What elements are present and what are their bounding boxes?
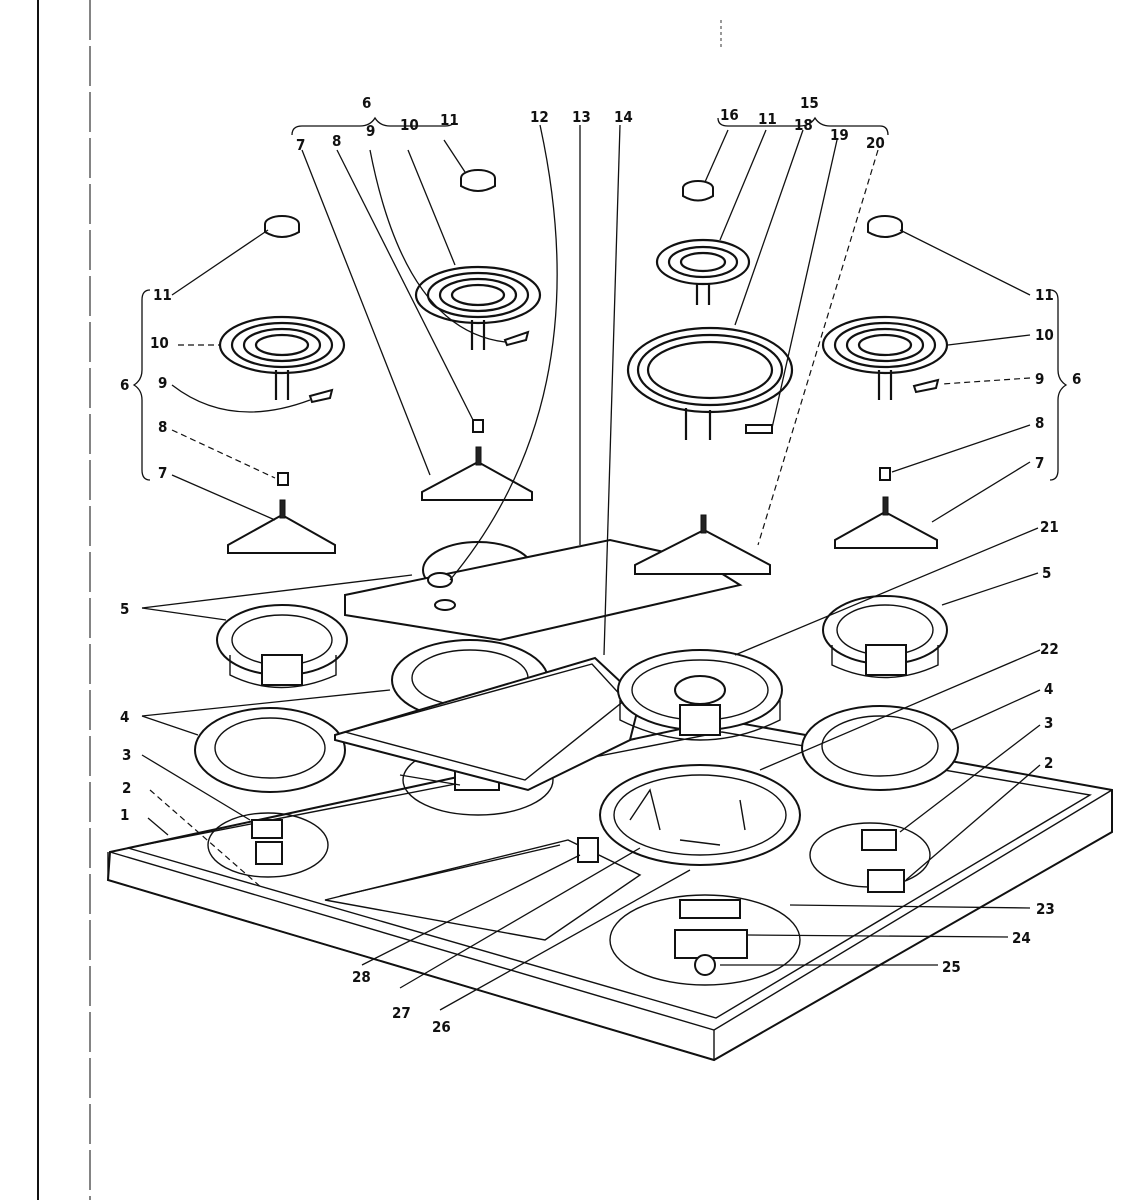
label-2: 2 bbox=[1044, 754, 1053, 772]
label-10: 10 bbox=[400, 116, 419, 134]
label-11: 11 bbox=[758, 110, 777, 128]
label-18: 18 bbox=[794, 116, 813, 134]
caps bbox=[264, 169, 903, 238]
group-brackets bbox=[132, 116, 1068, 481]
label-3: 3 bbox=[1044, 714, 1053, 732]
label-1: 1 bbox=[120, 806, 129, 824]
label-16: 16 bbox=[720, 106, 739, 124]
element-left bbox=[218, 315, 346, 400]
label-9: 9 bbox=[1035, 370, 1044, 388]
label-11: 11 bbox=[1035, 286, 1054, 304]
label-5: 5 bbox=[1042, 564, 1051, 582]
label-19: 19 bbox=[830, 126, 849, 144]
label-7: 7 bbox=[158, 464, 167, 482]
label-6: 6 bbox=[1072, 370, 1081, 388]
element-top-left bbox=[414, 265, 542, 350]
label-15: 15 bbox=[800, 94, 819, 112]
label-23: 23 bbox=[1036, 900, 1055, 918]
label-24: 24 bbox=[1012, 929, 1031, 947]
label-4: 4 bbox=[1044, 680, 1053, 698]
label-26: 26 bbox=[432, 1018, 451, 1036]
label-13: 13 bbox=[572, 108, 591, 126]
element-center-large bbox=[626, 326, 794, 440]
label-20: 20 bbox=[866, 134, 885, 152]
element-top-right-small bbox=[655, 238, 751, 305]
label-25: 25 bbox=[942, 958, 961, 976]
leader-lines bbox=[141, 124, 1041, 1011]
center-burner-box bbox=[577, 764, 801, 866]
label-3: 3 bbox=[122, 746, 131, 764]
label-2: 2 bbox=[122, 779, 131, 797]
receptacle-blocks bbox=[251, 769, 905, 976]
element-supports bbox=[227, 446, 938, 575]
label-28: 28 bbox=[352, 968, 371, 986]
label-6: 6 bbox=[362, 94, 371, 112]
label-7: 7 bbox=[1035, 454, 1044, 472]
part-number-labels: 11 10 6 9 8 7 6 7 8 9 10 11 12 13 14 15 … bbox=[120, 94, 1081, 1036]
label-14: 14 bbox=[614, 108, 633, 126]
drip-bowls bbox=[216, 595, 948, 741]
label-8: 8 bbox=[1035, 414, 1044, 432]
label-11: 11 bbox=[440, 111, 459, 129]
label-7: 7 bbox=[296, 136, 305, 154]
label-8: 8 bbox=[158, 418, 167, 436]
element-right bbox=[821, 315, 949, 400]
clips bbox=[277, 419, 891, 486]
label-11: 11 bbox=[153, 286, 172, 304]
terminal-clips bbox=[308, 330, 940, 434]
label-22: 22 bbox=[1040, 640, 1059, 658]
label-8: 8 bbox=[332, 132, 341, 150]
label-4: 4 bbox=[120, 708, 129, 726]
label-9: 9 bbox=[158, 374, 167, 392]
label-27: 27 bbox=[392, 1004, 411, 1022]
label-10: 10 bbox=[150, 334, 169, 352]
label-5: 5 bbox=[120, 600, 129, 618]
label-10: 10 bbox=[1035, 326, 1054, 344]
label-9: 9 bbox=[366, 122, 375, 140]
heating-elements bbox=[218, 238, 949, 440]
label-6: 6 bbox=[120, 376, 129, 394]
label-12: 12 bbox=[530, 108, 549, 126]
label-21: 21 bbox=[1040, 518, 1059, 536]
